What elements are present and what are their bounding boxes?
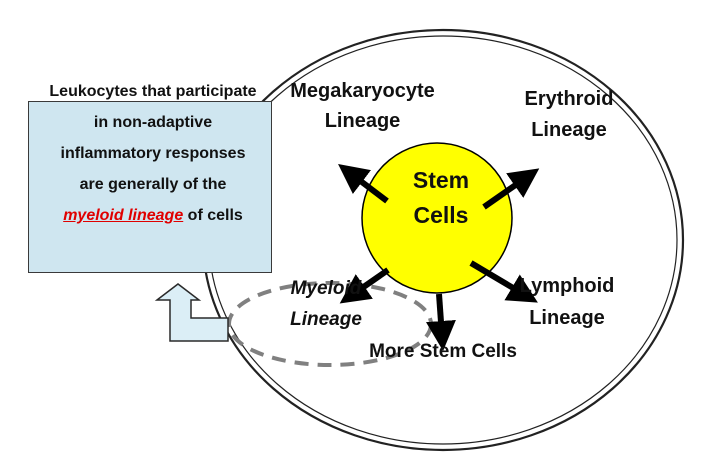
megakaryocyte-line-1: Megakaryocyte (290, 80, 435, 102)
more-stem-cells-label: More Stem Cells (369, 341, 517, 362)
myeloid-line-1: Myeloid (290, 278, 362, 299)
megakaryocyte-lineage-label: Megakaryocyte Lineage (270, 76, 455, 136)
arrow-to-erythroid (482, 168, 540, 210)
arrow-to-more-stem-cells (425, 293, 456, 351)
info-line-3: inflammatory responses (60, 145, 246, 162)
megakaryocyte-line-2: Lineage (324, 110, 401, 132)
info-line-2: in non-adaptive (93, 114, 213, 131)
info-line-4: are generally of the (79, 176, 227, 193)
arrow-to-lymphoid (469, 260, 538, 303)
stem-cells-label: Stem Cells (386, 163, 496, 233)
lymphoid-line-2: Lineage (529, 307, 605, 329)
erythroid-lineage-label: Erythroid Lineage (505, 84, 633, 146)
info-text: Leukocytes that participate in non-adapt… (8, 76, 298, 231)
myeloid-lineage-highlight: myeloid lineage (63, 207, 184, 224)
stem-label-line-1: Stem (412, 167, 470, 193)
info-line-5-rest: of cells (183, 207, 243, 224)
erythroid-line-1: Erythroid (524, 88, 614, 110)
arrow-to-myeloid (339, 267, 390, 304)
arrow-to-megakaryocyte (338, 163, 389, 204)
lymphoid-line-1: Lymphoid (519, 275, 615, 297)
stem-cell-circle (361, 142, 513, 294)
myeloid-line-2: Lineage (290, 309, 362, 330)
myeloid-lineage-label: Myeloid Lineage (278, 273, 374, 335)
info-line-5: myeloid lineage of cells (8, 200, 298, 231)
stem-label-line-2: Cells (413, 202, 469, 228)
return-arrow-icon (154, 283, 229, 342)
lymphoid-lineage-label: Lymphoid Lineage (508, 270, 626, 334)
info-line-1: Leukocytes that participate (49, 83, 257, 100)
info-box (28, 101, 272, 273)
erythroid-line-2: Lineage (531, 119, 607, 141)
